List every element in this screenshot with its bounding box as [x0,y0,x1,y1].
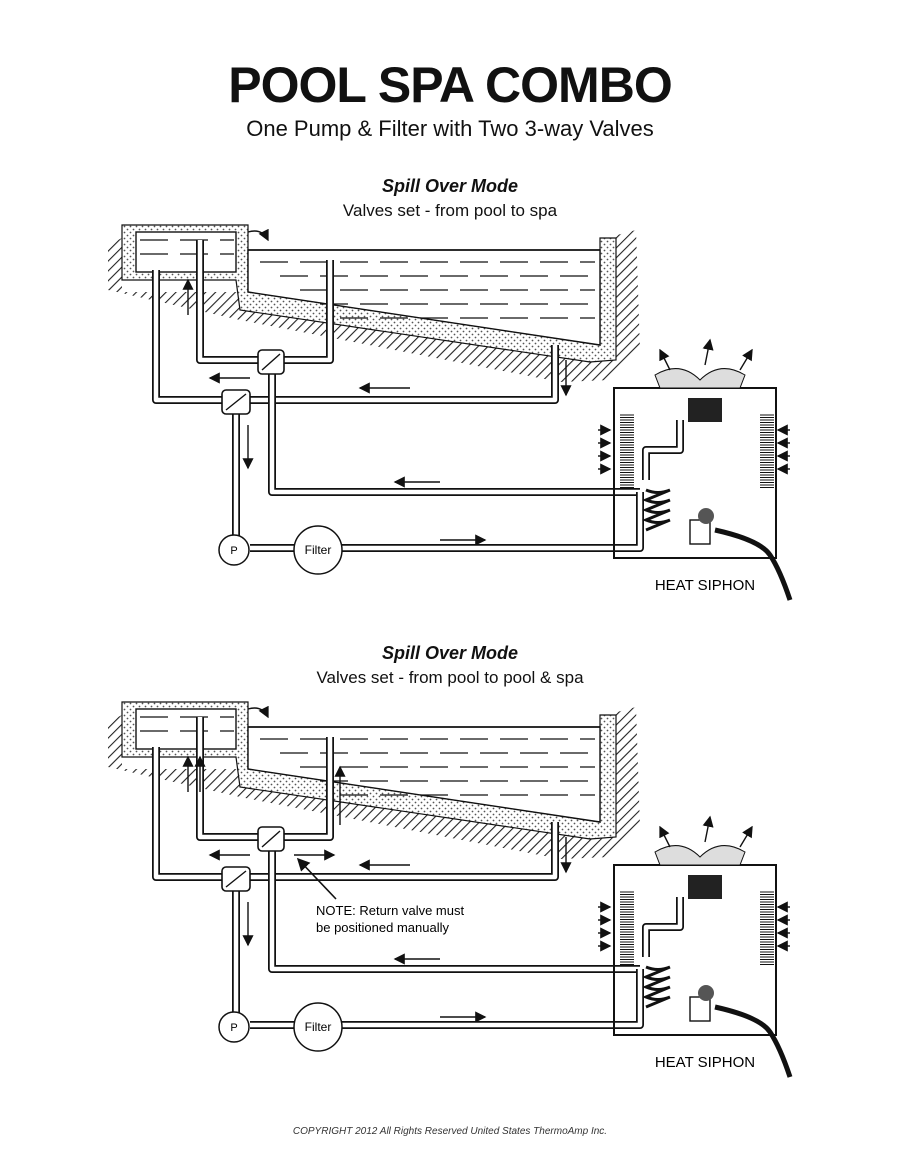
compressor [688,398,722,422]
pump-circle [218,534,250,566]
spill-over-arrow [247,705,269,719]
filter-circle [293,1002,343,1052]
note-text: be positioned manually [316,920,449,935]
pipe-return-to-heater-bore [269,360,640,495]
filter-label: Filter [305,1020,332,1034]
note-pointer [296,857,337,900]
exhaust-arrow [739,348,753,371]
power-cable [714,1004,793,1078]
pump-label: P [230,1022,237,1034]
valve-setting-2: Valves set - from pool to pool & spa [316,668,584,687]
exhaust-arrow [702,338,714,366]
heat-siphon-label: HEAT SIPHON [655,577,755,594]
fan-shroud [654,368,746,389]
pump-label: P [230,545,237,557]
spill-over-arrow [247,228,269,242]
copyright-notice: COPYRIGHT 2012 All Rights Reserved Unite… [292,1126,608,1137]
exhaust-arrow [659,825,671,848]
heat-exchanger-coil [642,965,671,1009]
heat-exchanger-coil [642,488,671,532]
return-valve-handle [261,830,281,848]
control-pump [698,508,714,524]
spa-basin [135,708,237,750]
valve-setting-1: Valves set - from pool to spa [342,201,558,220]
filter-circle [293,525,343,575]
pipe-filter-out-bore [250,969,643,1028]
note-text: NOTE: Return valve must [316,903,464,918]
mode-title-1: Spill Over Mode [381,176,519,196]
pipe-spa-main-drain-bore [153,270,558,403]
suction-valve-handle [225,870,247,888]
refrigerant-line-bore [643,420,683,480]
page-title: POOL SPA COMBO [228,57,672,113]
exhaust-arrow [659,348,671,371]
pump-circle [218,1011,250,1043]
refrigerant-line-bore [643,897,683,957]
pipe-spa-main-drain-bore [153,747,558,880]
pipe-return-to-heater-bore [269,837,640,972]
heat-siphon-label: HEAT SIPHON [655,1054,755,1071]
page-subtitle: One Pump & Filter with Two 3-way Valves [246,116,654,141]
pipe-filter-out-bore [250,492,643,551]
spa-basin [135,231,237,273]
return-valve-handle [261,353,281,371]
control-pump [698,985,714,1001]
exhaust-arrow [702,815,714,843]
compressor [688,875,722,899]
exhaust-arrow [739,825,753,848]
mode-title-2: Spill Over Mode [381,643,519,663]
fan-shroud [654,845,746,866]
suction-valve-handle [225,393,247,411]
power-cable [714,527,793,601]
filter-label: Filter [305,543,332,557]
